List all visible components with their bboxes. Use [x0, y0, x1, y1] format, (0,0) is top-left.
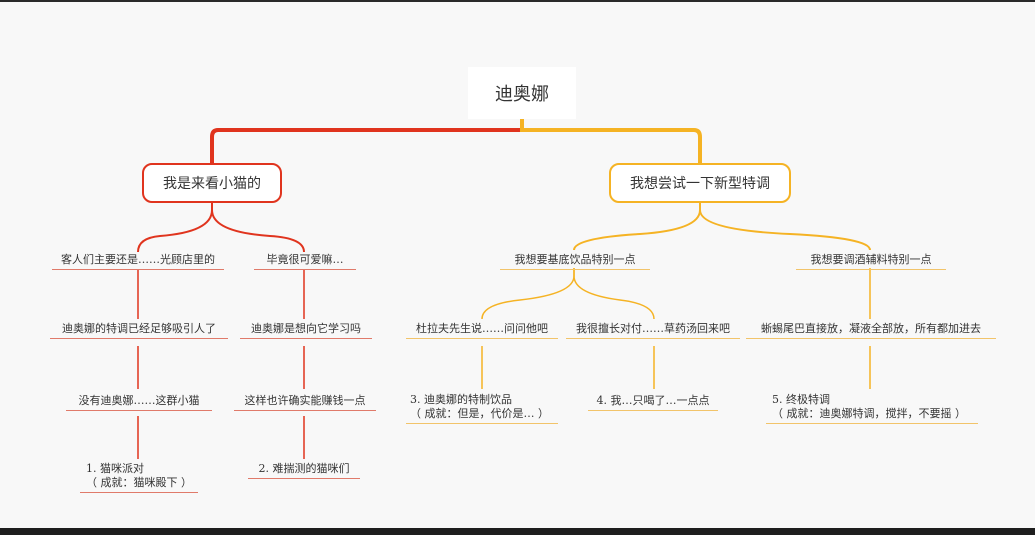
leaf-sub2-b[interactable]: 5. 终极特调 （ 成就：迪奥娜特调，搅拌，不要摇 ） [766, 393, 978, 424]
right-sub1[interactable]: 我想要基底饮品特别一点 [500, 253, 650, 270]
leaf-sub2-a[interactable]: 蜥蜴尾巴直接放，凝液全部放，所有都加进去 [746, 322, 996, 339]
ending-5-achievement: （ 成就：迪奥娜特调，搅拌，不要摇 ） [772, 407, 966, 420]
leaf-left-col2-d[interactable]: 2. 难揣测的猫咪们 [248, 462, 360, 479]
ending-5-title: 5. 终极特调 [772, 393, 830, 406]
leaf-left-col1-c[interactable]: 没有迪奥娜……这群小猫 [66, 394, 212, 411]
leaf-sub1-colA-b[interactable]: 3. 迪奥娜的特制饮品 （ 成就：但是，代价是… ） [406, 393, 558, 424]
connector-sub1-colA [481, 268, 575, 320]
leaf-left-col1-b[interactable]: 迪奥娜的特调已经足够吸引人了 [50, 322, 228, 339]
ending-1-title: 1. 猫咪派对 [86, 462, 144, 475]
connector-root-right [520, 119, 702, 163]
connector-sub1-colB [573, 268, 655, 320]
leaf-left-col2-a[interactable]: 毕竟很可爱嘛… [254, 253, 356, 270]
connector-left-col2 [211, 203, 305, 253]
leaf-left-col1-a[interactable]: 客人们主要还是……光顾店里的 [52, 253, 224, 270]
leaf-sub1-colB-a[interactable]: 我很擅长对付……草药汤回来吧 [566, 322, 740, 339]
connector-right-sub2 [699, 203, 871, 251]
leaf-left-col2-c[interactable]: 这样也许确实能赚钱一点 [234, 394, 376, 411]
leaf-left-col1-d[interactable]: 1. 猫咪派对 （ 成就：猫咪殿下 ） [80, 462, 198, 493]
ending-1-achievement: （ 成就：猫咪殿下 ） [86, 476, 192, 489]
leaf-left-col2-b[interactable]: 迪奥娜是想向它学习吗 [240, 322, 372, 339]
branch-left[interactable]: 我是来看小猫的 [142, 163, 282, 203]
top-edge [0, 0, 1035, 2]
connector-root-left [210, 119, 524, 163]
leaf-sub1-colB-b[interactable]: 4. 我…只喝了…一点点 [588, 394, 718, 411]
right-sub2[interactable]: 我想要调酒辅料特别一点 [796, 253, 946, 270]
bottom-edge [0, 528, 1035, 535]
leaf-sub1-colA-a[interactable]: 杜拉夫先生说……问问他吧 [406, 322, 558, 339]
ending-3-title: 3. 迪奥娜的特制饮品 [410, 393, 512, 406]
ending-3-achievement: （ 成就：但是，代价是… ） [410, 407, 549, 420]
connector-right-sub1 [573, 203, 701, 251]
branch-right[interactable]: 我想尝试一下新型特调 [609, 163, 791, 203]
connector-left-col1 [137, 203, 213, 253]
root-node[interactable]: 迪奥娜 [468, 67, 576, 119]
